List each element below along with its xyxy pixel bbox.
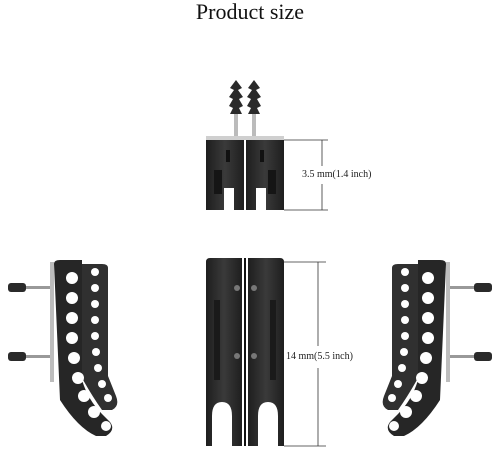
side-bracket-left	[8, 260, 118, 436]
screw-icon	[450, 283, 492, 361]
dimension-line-main	[284, 261, 326, 447]
top-bracket	[206, 80, 284, 210]
dimension-line-top	[284, 139, 328, 211]
main-bracket	[206, 258, 284, 446]
dimension-label-main: 14 mm(5.5 inch)	[286, 351, 353, 362]
side-bracket-right	[382, 260, 492, 436]
wall-anchor-right	[247, 80, 261, 138]
dimension-label-top: 3.5 mm(1.4 inch)	[302, 169, 372, 180]
product-size-title: Product size	[195, 0, 305, 24]
screw-icon	[8, 283, 50, 361]
wall-anchor-left	[229, 80, 243, 138]
